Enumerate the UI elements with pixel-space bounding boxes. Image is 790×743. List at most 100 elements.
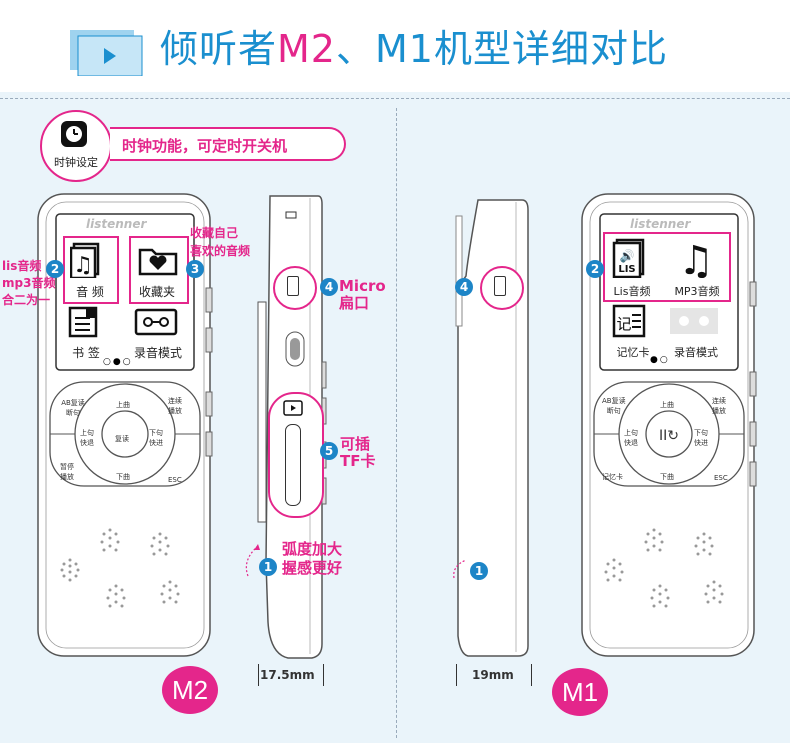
m2-width-measure bbox=[258, 664, 324, 686]
m1-menu-mp3: MP3音频 bbox=[674, 285, 720, 298]
m2-btn-ab: AB复读断句 bbox=[58, 398, 88, 418]
m2-callout-right: 收藏自己 喜欢的音频 bbox=[190, 224, 250, 260]
m1-marker-1: 1 bbox=[470, 562, 488, 580]
m2-btn-esc: ESC bbox=[168, 476, 182, 484]
m1-audio-highlight bbox=[603, 232, 731, 302]
m1-btn-next: 下句快进 bbox=[694, 428, 708, 448]
m2-callout-right-line1: 收藏自己 bbox=[190, 226, 239, 240]
m2-usb-text1: Micro bbox=[339, 277, 386, 295]
svg-text:记: 记 bbox=[616, 315, 631, 333]
favorites-folder-icon bbox=[138, 248, 178, 276]
m2-btn-next-label: 下句 bbox=[149, 429, 163, 437]
clock-description: 时钟功能，可定时开关机 bbox=[110, 127, 346, 161]
m2-callout-left-line2: mp3音频 bbox=[2, 276, 56, 290]
m2-tf-text2: TF卡 bbox=[340, 452, 376, 470]
m2-curve-arrow bbox=[245, 544, 260, 577]
m2-badge: M2 bbox=[162, 666, 218, 714]
m2-btn-pause-label: 暂停 bbox=[60, 463, 74, 471]
m1-btn-next-label: 下句 bbox=[694, 429, 708, 437]
m1-usb-port-icon bbox=[494, 276, 506, 296]
bookmark-icon bbox=[68, 306, 98, 338]
m2-btn-up: 上曲 bbox=[116, 401, 130, 409]
m2-menu-audio: 音 频 bbox=[76, 285, 104, 299]
m1-marker-4: 4 bbox=[455, 278, 473, 296]
m2-callout-right-line2: 喜欢的音频 bbox=[190, 244, 251, 258]
m2-usb-callout: Micro 扁口 bbox=[339, 278, 386, 312]
m1-btn-prev-label: 上句 bbox=[624, 429, 638, 437]
m1-btn-prev: 上句快退 bbox=[624, 428, 638, 448]
m2-btn-prev: 上句快退 bbox=[80, 428, 94, 448]
m2-usb-text2: 扁口 bbox=[339, 294, 370, 312]
m2-menu-bookmark: 书 签 bbox=[72, 346, 100, 360]
m1-btn-prev-label2: 快退 bbox=[624, 439, 638, 447]
page-dots: ○●○ bbox=[103, 357, 133, 367]
m1-curve-arrow bbox=[453, 559, 467, 579]
svg-text:🔊: 🔊 bbox=[620, 248, 635, 263]
m1-cassette-icon bbox=[670, 308, 718, 334]
m1-width-measure bbox=[456, 664, 532, 686]
m1-btn-ab: AB复读断句 bbox=[602, 396, 626, 416]
title-m2: M2 bbox=[277, 27, 336, 71]
usb-port-icon bbox=[287, 276, 299, 296]
m1-btn-next-label2: 快进 bbox=[694, 439, 708, 447]
m2-callout-left: lis音频 mp3音频 合二为一 bbox=[2, 258, 55, 309]
m2-usb-highlight bbox=[273, 266, 317, 310]
svg-text:♫: ♫ bbox=[73, 253, 93, 278]
m2-menu-record: 录音模式 bbox=[133, 346, 182, 360]
m1-btn-ab-label: AB复读 bbox=[602, 397, 626, 405]
m1-brand: listenner bbox=[630, 217, 691, 231]
clock-icon bbox=[61, 121, 87, 147]
m1-btn-repeat-label2: 播放 bbox=[712, 407, 726, 415]
m2-btn-down: 下曲 bbox=[116, 473, 130, 481]
m2-marker-1: 1 bbox=[259, 558, 277, 576]
m2-btn-pause: 暂停播放 bbox=[60, 462, 74, 482]
m2-tf-text1: 可插 bbox=[340, 435, 371, 453]
m2-marker-2: 2 bbox=[46, 260, 64, 278]
m2-menu-favorites: 收藏夹 bbox=[138, 285, 175, 299]
m1-btn-up: 上曲 bbox=[660, 401, 674, 409]
m1-btn-ab-label2: 断句 bbox=[606, 407, 621, 415]
m1-device-side bbox=[455, 199, 529, 657]
m2-btn-repeat-label2: 播放 bbox=[168, 407, 182, 415]
m1-usb-highlight bbox=[480, 266, 524, 310]
m1-btn-repeat: 连续播放 bbox=[712, 396, 726, 416]
m1-btn-down: 下曲 bbox=[660, 473, 674, 481]
m2-grip-text2: 握感更好 bbox=[282, 559, 343, 577]
m2-brand: listenner bbox=[86, 217, 147, 231]
lis-audio-icon: LIS 🔊 bbox=[612, 238, 645, 278]
clock-label: 时钟设定 bbox=[54, 156, 98, 169]
m2-marker-4: 4 bbox=[320, 278, 338, 296]
m1-marker-2: 2 bbox=[586, 260, 604, 278]
m2-btn-prev-label: 上句 bbox=[80, 429, 94, 437]
audio-note-icon: ♫ bbox=[70, 242, 100, 278]
m2-btn-repeat-label: 连续 bbox=[168, 397, 182, 405]
m1-speaker-grille bbox=[604, 528, 724, 608]
cassette-icon bbox=[134, 308, 178, 336]
title-prefix: 倾听者 bbox=[160, 27, 278, 71]
m2-btn-next: 下句快进 bbox=[149, 428, 163, 448]
m2-tf-callout: 可插 TF卡 bbox=[340, 436, 375, 470]
m2-btn-ab-label: AB复读 bbox=[61, 399, 85, 407]
m2-grip-text1: 弧度加大 bbox=[282, 540, 343, 558]
m1-menu-record: 录音模式 bbox=[674, 346, 718, 359]
m2-btn-pause-label2: 播放 bbox=[60, 473, 74, 481]
svg-text:II↻: II↻ bbox=[659, 428, 679, 444]
m2-callout-left-line3: 合二为一 bbox=[2, 293, 51, 307]
m1-btn-memory: 记忆卡 bbox=[602, 473, 623, 481]
m2-btn-repeat: 连续播放 bbox=[168, 396, 182, 416]
m2-audio-highlight bbox=[63, 236, 119, 304]
m1-btn-esc: ESC bbox=[714, 474, 728, 482]
m1-badge: M1 bbox=[552, 668, 608, 716]
memory-card-icon: 记 bbox=[612, 304, 646, 338]
m2-grip-callout: 弧度加大 握感更好 bbox=[282, 540, 342, 578]
m2-btn-next-label2: 快进 bbox=[149, 439, 163, 447]
m2-width-label: 17.5mm bbox=[260, 668, 315, 682]
m2-btn-ab-label2: 断句 bbox=[66, 409, 80, 417]
page-title: 倾听者M2、M1机型详细对比 bbox=[160, 18, 668, 73]
tf-play-icon bbox=[283, 400, 303, 416]
m1-menu-lis: Lis音频 bbox=[613, 285, 651, 298]
m1-menu-memory: 记忆卡 bbox=[616, 346, 650, 359]
title-suffix: 、M1机型详细对比 bbox=[335, 27, 668, 71]
svg-text:♫: ♫ bbox=[678, 238, 714, 278]
m2-callout-left-line1: lis音频 bbox=[2, 259, 42, 273]
